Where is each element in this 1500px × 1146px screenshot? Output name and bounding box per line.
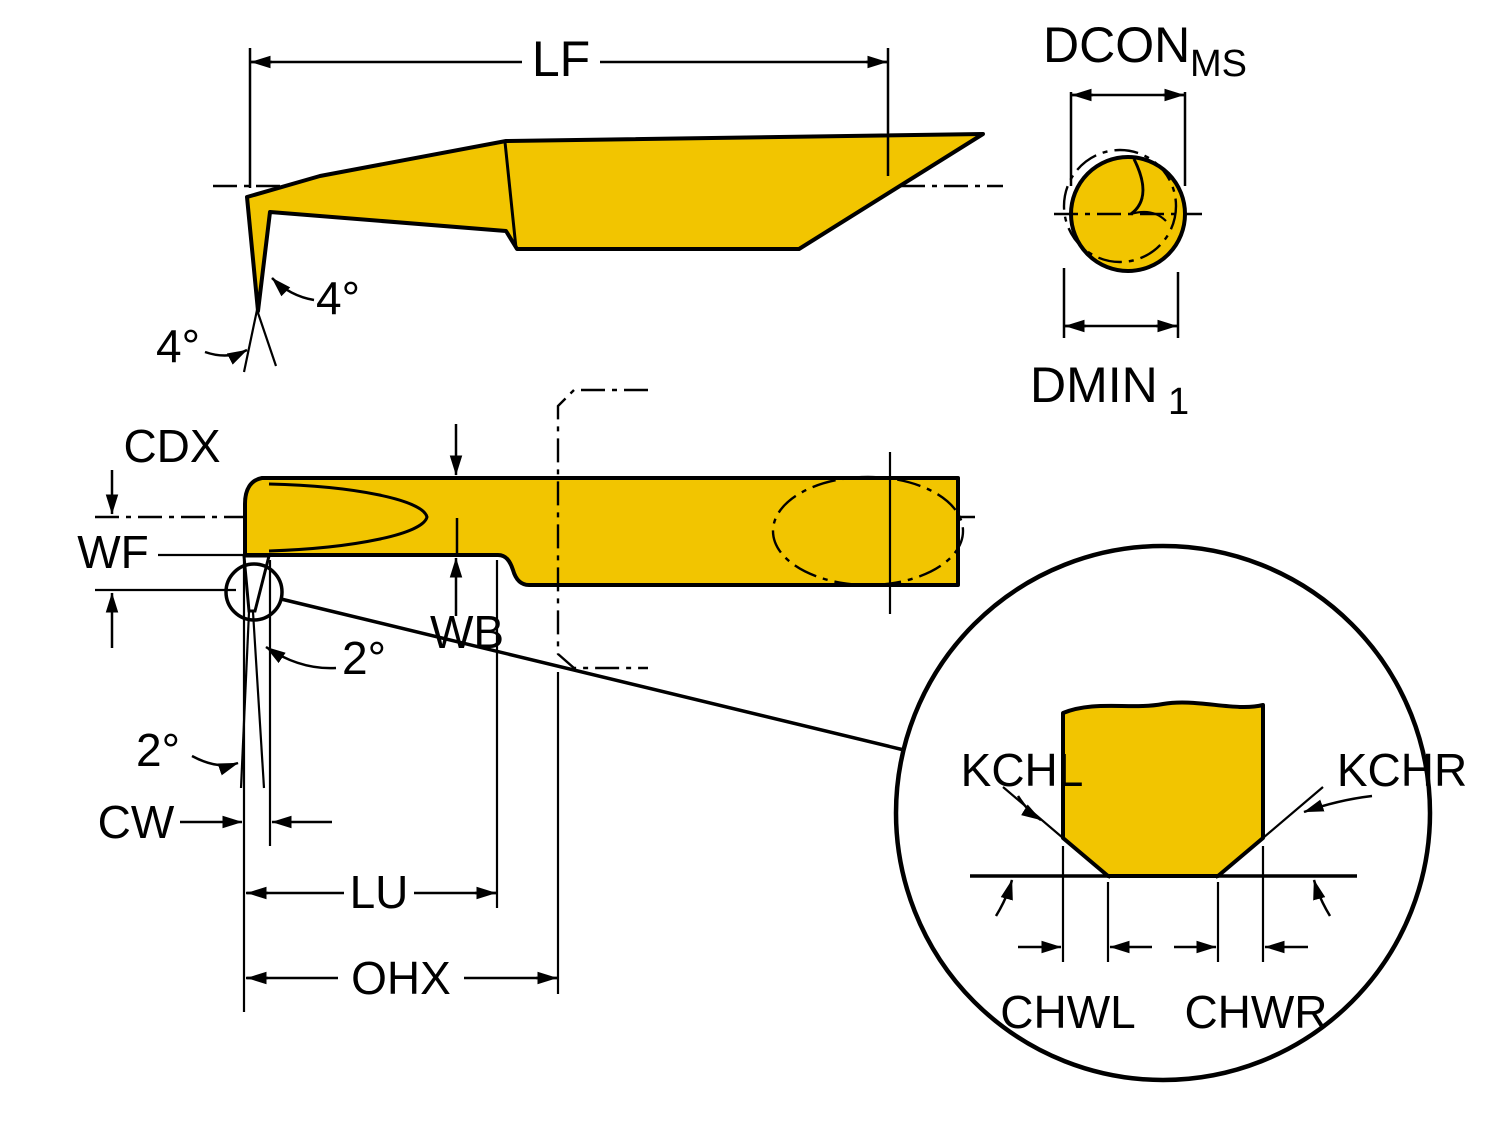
angle2-left-leader (191, 754, 239, 776)
wf-label: WF (77, 526, 149, 578)
insert-tip-detail (1061, 700, 1265, 878)
cw-label: CW (98, 796, 175, 848)
angle4-top-label: 4° (316, 272, 360, 324)
chwr-label: CHWR (1184, 986, 1327, 1038)
flank-extension-right (255, 309, 278, 367)
dmin-label: DMIN (1030, 357, 1158, 413)
angle4-top-leader (271, 277, 315, 302)
angle2-right-leader (265, 645, 337, 670)
head-shank-joint-line (503, 141, 518, 249)
kchr-label: KCHR (1337, 744, 1467, 796)
top-view: CDX WF WB 2° 2° CW LU OHX (77, 388, 975, 1012)
shank-cylinder-ellipse (771, 475, 965, 587)
side-view: LF 4° 4° (156, 30, 1003, 373)
angle2-left-label: 2° (136, 724, 180, 776)
kchl-label: KCHL (961, 744, 1084, 796)
lf-label-background (522, 30, 600, 80)
cutting-tooth-top (242, 554, 271, 613)
insert-nose-outline (268, 482, 429, 553)
min-bore-reference-circle (1062, 148, 1178, 264)
ohx-label-background (338, 953, 464, 1001)
detail-callout-circle (224, 562, 284, 622)
cutting-edge-detail (1130, 210, 1167, 222)
lf-label: LF (532, 31, 590, 87)
kchr-leader (1303, 794, 1373, 814)
angle4-front-leader (204, 348, 248, 365)
dcon-subscript: MS (1190, 43, 1247, 85)
kchl-leader (1016, 795, 1042, 822)
dmin-subscript: 1 (1168, 381, 1189, 423)
detail-pointer-line (280, 597, 905, 752)
chwl-label: CHWL (1000, 986, 1135, 1038)
angle2-right-label: 2° (342, 632, 386, 684)
flank-extension-left (242, 309, 259, 373)
ohx-label: OHX (351, 952, 451, 1004)
cutting-edge-profile (1130, 158, 1145, 216)
section-reference-line (556, 388, 648, 670)
tool-body-top (243, 476, 960, 587)
tool-body-side (245, 132, 985, 313)
lu-label: LU (350, 866, 409, 918)
end-view: DCON MS DMIN 1 (1030, 17, 1247, 423)
chamfer-angle-arc-right (1312, 879, 1332, 917)
angle4-front-label: 4° (156, 320, 200, 372)
chamfer-angle-arc-left (994, 879, 1014, 917)
lu-label-background (344, 868, 414, 916)
tooth-flank-extension-right (251, 611, 266, 789)
detail-view: KCHL KCHR CHWL CHWR (224, 543, 1467, 1083)
cdx-label: CDX (123, 420, 220, 472)
dcon-label: DCON (1043, 17, 1190, 73)
